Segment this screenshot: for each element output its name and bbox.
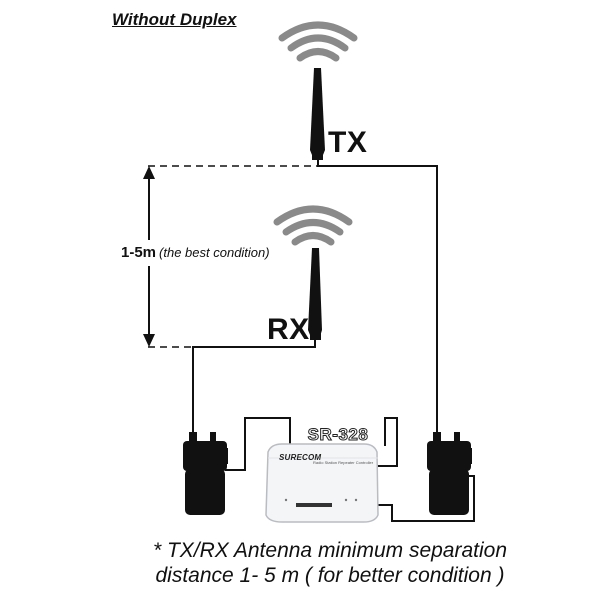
left-radio-controller-cable: [225, 417, 291, 471]
separation-value: 1-5m: [121, 244, 157, 261]
left-radio-icon: [183, 432, 228, 515]
footnote-line-1: * TX/RX Antenna minimum separation: [152, 539, 508, 562]
device-model-label: SR-328: [307, 425, 369, 445]
right-radio-lower-cable: [372, 475, 475, 522]
rx-cable: [192, 340, 316, 436]
repeater-controller-device: [265, 443, 379, 523]
separation-condition: (the best condition): [159, 245, 270, 260]
tx-antenna-icon: [310, 68, 325, 160]
footnote-line-2: distance 1- 5 m ( for better condition ): [155, 564, 505, 587]
device-brand-logo: SURECOM: [279, 453, 322, 462]
separation-label: 1-5m(the best condition): [121, 244, 270, 262]
rx-label: RX: [267, 313, 310, 346]
rx-signal-icon: [273, 205, 353, 246]
diagram-title: Without Duplex: [112, 10, 237, 29]
device-subtitle: Radio Station Repeater Controller: [313, 460, 374, 465]
right-radio-icon: [427, 432, 472, 515]
tx-label: TX: [328, 126, 368, 159]
right-radio-controller-cable: [372, 417, 398, 467]
tx-cable: [317, 160, 438, 436]
rx-antenna-icon: [308, 248, 322, 340]
footnote: * TX/RX Antenna minimum separation dista…: [140, 538, 520, 588]
tx-signal-icon: [278, 21, 358, 62]
